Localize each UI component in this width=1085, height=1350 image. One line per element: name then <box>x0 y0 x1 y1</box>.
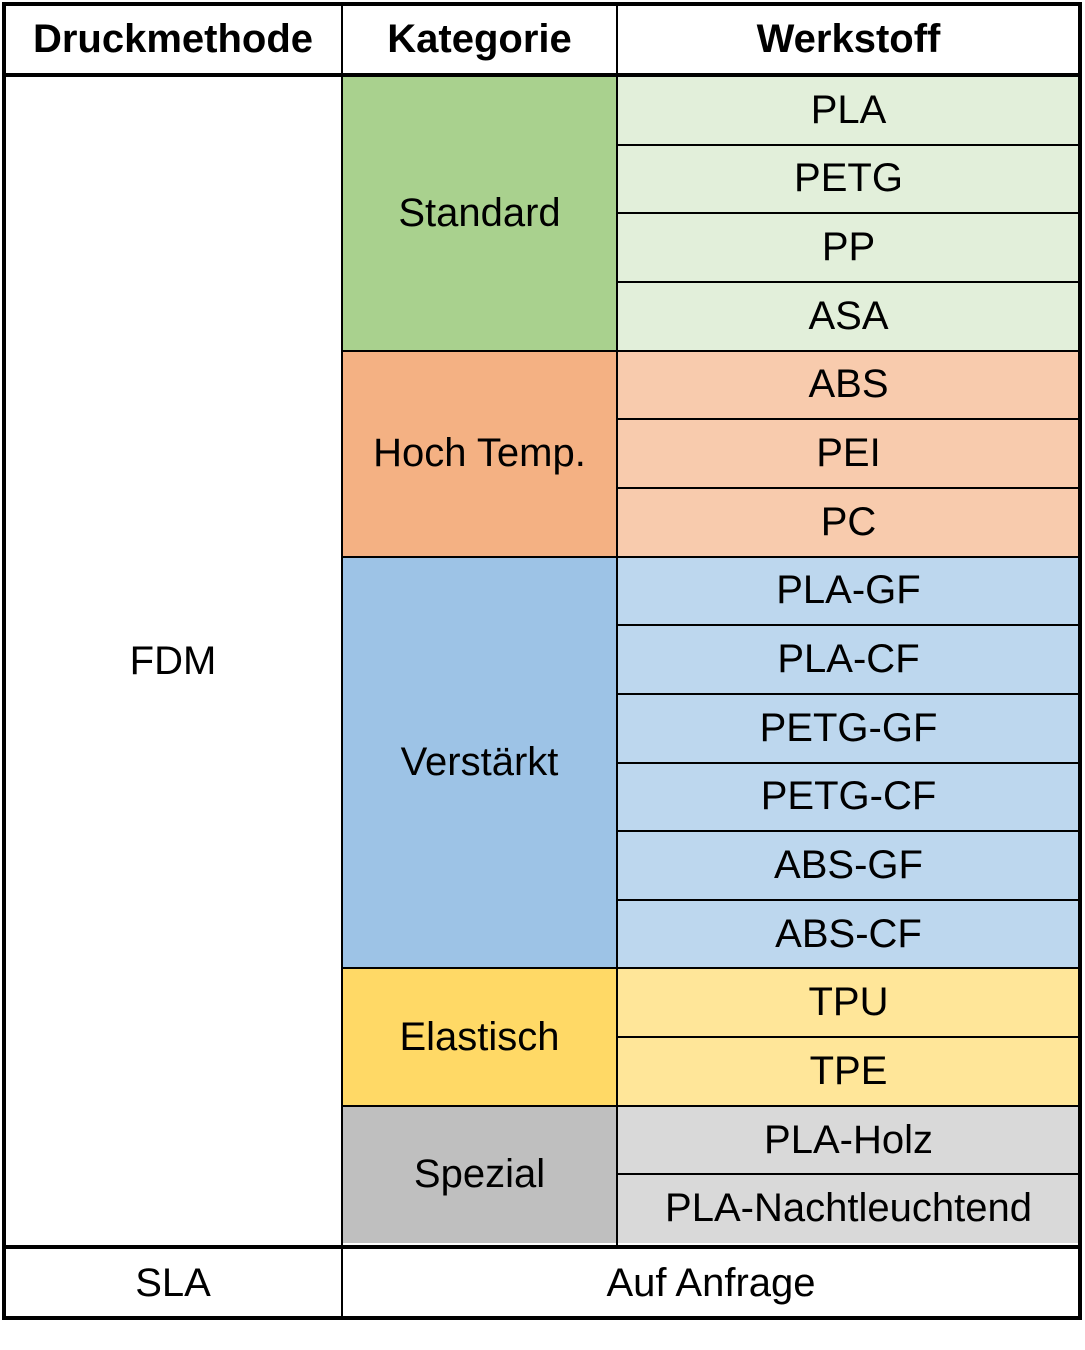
grid-line-horizontal <box>617 898 1080 901</box>
grid-line-vertical <box>2 4 6 1318</box>
grid-line-horizontal <box>2 73 1082 77</box>
category-spezial: Spezial <box>342 1105 617 1244</box>
header-material: Werkstoff <box>617 4 1080 74</box>
category-verst-rkt: Verstärkt <box>342 556 617 969</box>
grid-line-horizontal <box>342 555 1080 558</box>
category-hoch-temp: Hoch Temp. <box>342 350 617 557</box>
grid-line-horizontal <box>617 1173 1080 1176</box>
grid-line-horizontal <box>342 349 1080 352</box>
grid-line-horizontal <box>2 2 1082 6</box>
grid-line-horizontal <box>617 280 1080 283</box>
category-standard: Standard <box>342 76 617 351</box>
grid-line-horizontal <box>617 486 1080 489</box>
material-cell: PETG-GF <box>617 693 1080 763</box>
material-cell: ABS <box>617 350 1080 420</box>
grid-line-horizontal <box>617 143 1080 146</box>
material-cell: PLA-Holz <box>617 1105 1080 1175</box>
material-cell: ABS-GF <box>617 831 1080 900</box>
grid-line-horizontal <box>617 692 1080 695</box>
grid-line-vertical <box>341 4 343 1318</box>
category-elastisch: Elastisch <box>342 968 617 1106</box>
grid-line-horizontal <box>2 1245 1082 1249</box>
material-cell: PC <box>617 487 1080 557</box>
material-cell: TPU <box>617 968 1080 1038</box>
grid-line-vertical <box>1078 4 1082 1318</box>
material-cell: PETG <box>617 144 1080 214</box>
material-cell: PLA-Nachtleuchtend <box>617 1174 1080 1244</box>
header-category: Kategorie <box>342 4 617 74</box>
material-cell: PLA-CF <box>617 625 1080 694</box>
material-cell: ASA <box>617 281 1080 351</box>
material-cell: TPE <box>617 1037 1080 1106</box>
sla-note: Auf Anfrage <box>606 1260 816 1305</box>
grid-line-horizontal <box>342 1104 1080 1107</box>
grid-line-horizontal <box>617 624 1080 627</box>
grid-line-horizontal <box>2 1316 1082 1320</box>
grid-line-horizontal <box>617 1036 1080 1039</box>
material-cell: ABS-CF <box>617 899 1080 969</box>
material-cell: PETG-CF <box>617 762 1080 832</box>
header-method: Druckmethode <box>4 4 342 74</box>
grid-line-horizontal <box>617 830 1080 833</box>
method-fdm: FDM <box>129 638 217 683</box>
grid-line-horizontal <box>617 418 1080 421</box>
method-sla: SLA <box>135 1260 211 1305</box>
material-cell: PEI <box>617 419 1080 488</box>
grid-line-horizontal <box>342 967 1080 970</box>
grid-line-horizontal <box>617 761 1080 764</box>
material-cell: PP <box>617 213 1080 282</box>
material-cell: PLA <box>617 76 1080 145</box>
grid-line-horizontal <box>617 212 1080 215</box>
material-cell: PLA-GF <box>617 556 1080 626</box>
